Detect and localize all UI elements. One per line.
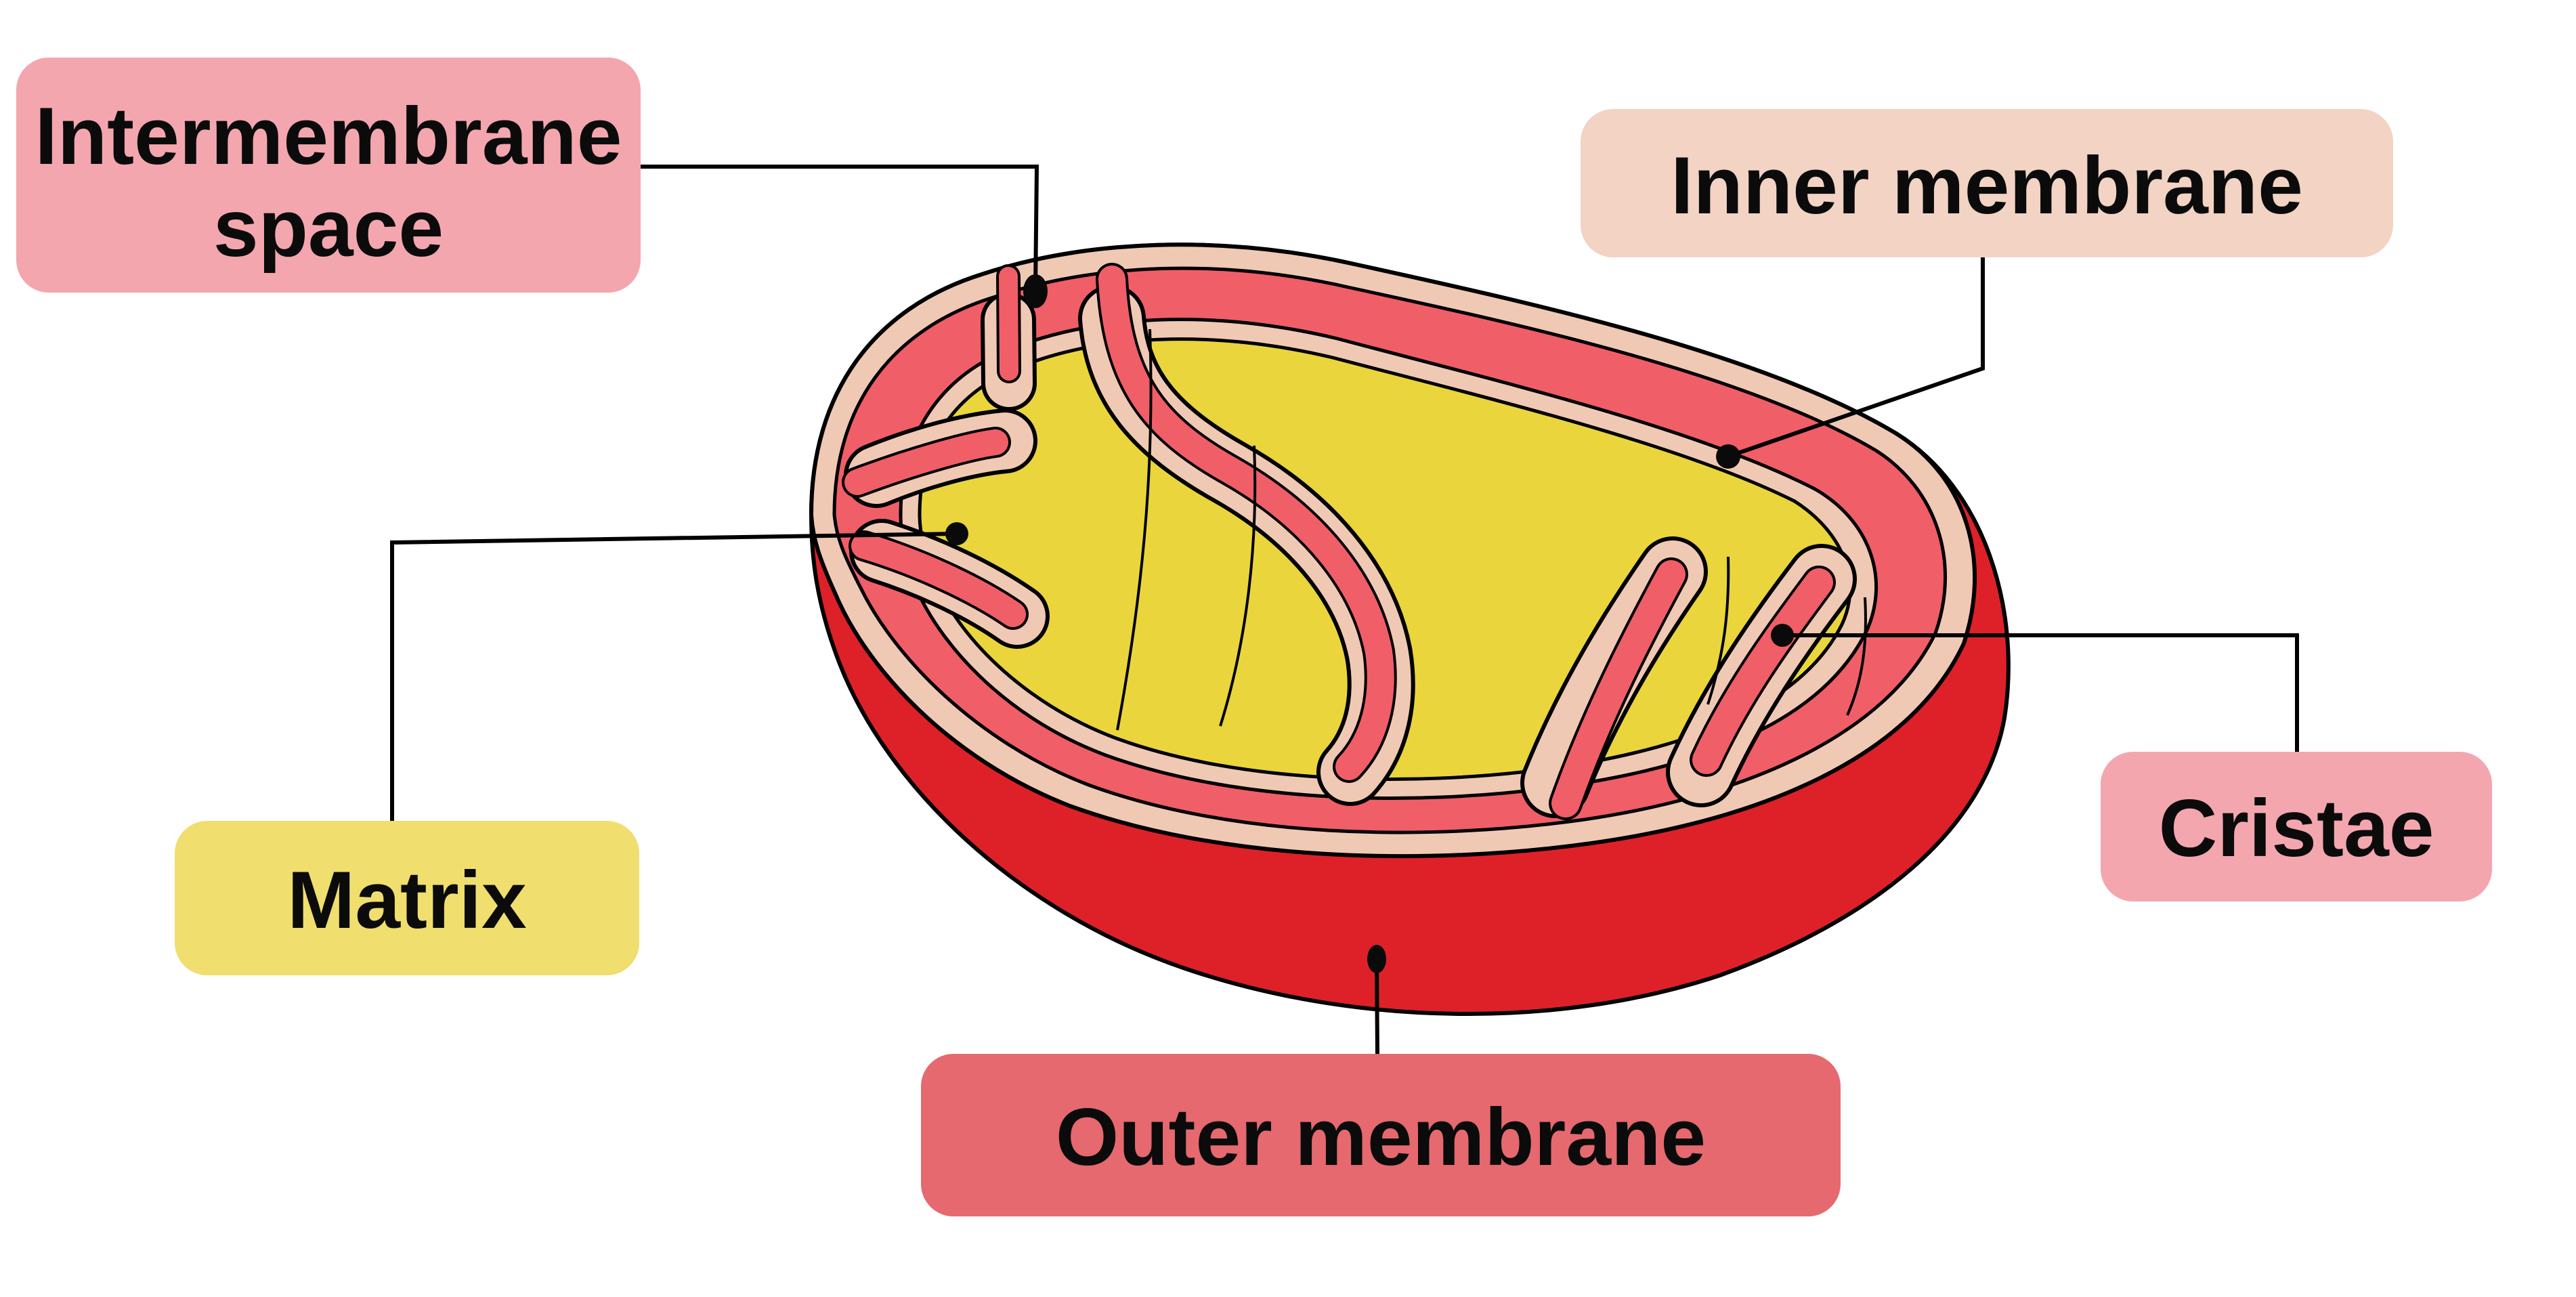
- dot-intermembrane-space: [1023, 274, 1048, 308]
- label-box-outer-membrane: [921, 1054, 1841, 1216]
- label-text-intermembrane-line1: Intermembrane: [35, 91, 622, 182]
- seam-line: [1846, 597, 1867, 716]
- label-text-outer-membrane: Outer membrane: [1056, 1092, 1706, 1183]
- label-box-intermembrane-space: [16, 58, 641, 293]
- label-matrix: Matrix: [175, 821, 639, 975]
- crista-fold-right-b: [1666, 544, 1857, 807]
- dot-outer-membrane: [1367, 945, 1386, 973]
- label-text-matrix: Matrix: [287, 855, 526, 945]
- label-box-inner-membrane: [1581, 109, 2393, 257]
- leader-line-matrix: [390, 532, 958, 821]
- label-text-cristae: Cristae: [2159, 783, 2434, 874]
- crista-fold-central-channel: [1078, 263, 1415, 806]
- leader-line-intermembrane-space: [641, 165, 1039, 291]
- label-inner-membrane: Inner membrane: [1581, 109, 2393, 257]
- label-box-matrix: [175, 821, 639, 975]
- label-outer-membrane: Outer membrane: [921, 1054, 1841, 1216]
- dot-matrix: [945, 522, 968, 545]
- pointer-dots: [945, 274, 1794, 973]
- crista-fold-left-finger: [842, 408, 1037, 508]
- mitochondrion-illustration: [809, 242, 2011, 1016]
- seam-line: [1219, 445, 1257, 727]
- label-text-intermembrane-line2: space: [213, 183, 444, 274]
- crista-fold-right-a: [1520, 536, 1708, 820]
- dot-cristae: [1771, 624, 1794, 647]
- dot-inner-membrane: [1716, 444, 1740, 469]
- label-intermembrane-space: Intermembrane space: [16, 58, 641, 293]
- seam-line: [1706, 556, 1730, 705]
- label-cristae: Cristae: [2101, 752, 2492, 901]
- leader-line-cristae: [1782, 633, 2299, 752]
- crista-fold-top-dip: [981, 264, 1037, 411]
- label-box-cristae: [2101, 752, 2492, 901]
- seam-line: [1116, 328, 1153, 731]
- matrix-seam-lines: [1116, 328, 1867, 731]
- crista-fold-lower-left-finger: [849, 519, 1050, 649]
- leader-lines: [390, 165, 2299, 1055]
- label-text-inner-membrane: Inner membrane: [1671, 140, 2303, 231]
- leader-line-inner-membrane: [1727, 257, 1985, 459]
